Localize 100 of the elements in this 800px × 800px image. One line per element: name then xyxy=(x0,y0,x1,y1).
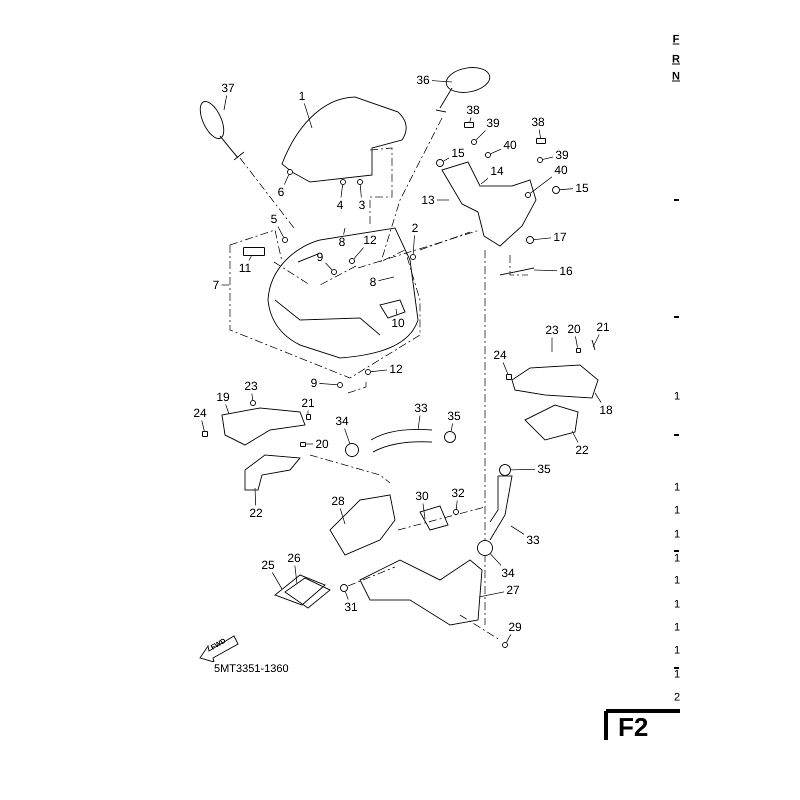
leader-line xyxy=(254,488,256,506)
leader-line xyxy=(456,500,458,510)
small-part-drawing xyxy=(477,540,493,556)
small-part-drawing xyxy=(357,179,363,185)
callout-number: 8 xyxy=(370,276,376,288)
callout-number: 30 xyxy=(415,490,429,502)
margin-text: 1 xyxy=(674,530,680,540)
callout-number: 37 xyxy=(221,82,235,94)
leader-line xyxy=(560,188,574,190)
leader-line xyxy=(343,228,346,235)
leader-line xyxy=(510,468,536,470)
leader-line xyxy=(201,420,205,432)
callout-number: 10 xyxy=(391,317,405,329)
leader-line xyxy=(340,184,343,198)
callout-number: 4 xyxy=(336,199,344,211)
leader-line xyxy=(224,95,228,110)
small-part-drawing xyxy=(453,509,459,515)
callout-number: 12 xyxy=(389,363,403,375)
leader-line xyxy=(469,117,472,122)
callout-number: 33 xyxy=(526,534,540,546)
leader-line xyxy=(575,336,578,348)
small-part-drawing xyxy=(506,374,512,380)
callout-number: 19 xyxy=(216,391,230,403)
callout-number: 22 xyxy=(575,444,589,456)
small-part-drawing xyxy=(287,169,293,175)
margin-text: 1 xyxy=(674,506,680,516)
margin-text: 1 xyxy=(674,622,680,634)
leader-line xyxy=(412,235,415,254)
leader-line xyxy=(530,176,552,194)
callout-number: 34 xyxy=(335,415,349,427)
callout-number: 2 xyxy=(412,222,418,234)
leader-line xyxy=(344,428,350,444)
small-part-drawing xyxy=(526,236,534,244)
callout-number: 12 xyxy=(363,234,377,246)
leader-line xyxy=(354,247,364,260)
margin-text: 1 xyxy=(674,600,680,610)
callout-number: 8 xyxy=(338,236,346,248)
leader-line xyxy=(418,415,420,430)
leader-line xyxy=(378,276,394,282)
callout-number: 35 xyxy=(537,463,551,475)
callout-number: 23 xyxy=(545,324,559,336)
small-part-drawing xyxy=(536,138,546,144)
leader-line xyxy=(476,130,486,140)
callout-number: 25 xyxy=(261,559,275,571)
small-part-drawing xyxy=(300,442,306,446)
leader-line xyxy=(534,270,558,272)
margin-text: R xyxy=(672,54,680,66)
callout-number: 3 xyxy=(358,199,366,211)
leader-line xyxy=(510,526,524,535)
small-part-drawing xyxy=(502,642,508,648)
small-part-drawing xyxy=(282,237,288,243)
margin-text: 1 xyxy=(674,576,680,586)
leader-line xyxy=(319,383,338,386)
small-part-drawing xyxy=(525,192,531,198)
callout-number: 36 xyxy=(416,74,430,86)
small-part-drawing xyxy=(243,246,265,256)
leader-line xyxy=(294,565,298,584)
callout-number: 21 xyxy=(301,397,315,409)
margin-text: N xyxy=(672,72,680,82)
callout-number: 9 xyxy=(310,377,318,389)
leader-line xyxy=(432,80,452,82)
small-part-drawing xyxy=(499,464,511,476)
margin-text: 1 xyxy=(674,392,680,402)
callout-number: 11 xyxy=(238,262,252,274)
leader-line xyxy=(396,308,398,316)
callout-number: 35 xyxy=(447,410,461,422)
page-number: F2 xyxy=(618,714,648,740)
callout-number: 27 xyxy=(506,584,520,596)
leader-line xyxy=(542,156,554,160)
callout-number: 15 xyxy=(451,147,465,159)
small-part-drawing xyxy=(345,443,359,457)
leader-line xyxy=(360,184,362,198)
small-part-drawing xyxy=(464,122,474,128)
small-part-drawing xyxy=(349,258,355,264)
callout-number: 6 xyxy=(278,186,284,198)
callout-number: 23 xyxy=(244,380,258,392)
margin-text: 1 xyxy=(674,646,680,656)
leader-line xyxy=(284,174,290,185)
callout-number: 31 xyxy=(344,601,358,613)
margin-text: 2 xyxy=(674,692,680,704)
callout-number: 7 xyxy=(212,279,220,291)
leader-line xyxy=(221,284,230,286)
callout-number: 33 xyxy=(414,402,428,414)
leader-line xyxy=(325,262,332,270)
margin-text: 1 xyxy=(674,482,680,494)
callout-number: 20 xyxy=(567,323,581,335)
callout-number: 22 xyxy=(249,507,263,519)
margin-text: 1 xyxy=(674,554,680,564)
small-part-drawing xyxy=(306,414,310,420)
callout-number: 21 xyxy=(596,321,610,333)
leader-line xyxy=(502,362,508,374)
callout-number: 38 xyxy=(531,116,545,128)
leader-line xyxy=(506,634,512,643)
leader-line xyxy=(344,591,349,600)
callout-number: 9 xyxy=(316,251,324,263)
callout-number: 17 xyxy=(553,231,567,243)
callout-number: 34 xyxy=(501,567,515,579)
callout-number: 26 xyxy=(287,552,301,564)
callout-number: 28 xyxy=(331,495,345,507)
leader-line xyxy=(490,148,502,154)
